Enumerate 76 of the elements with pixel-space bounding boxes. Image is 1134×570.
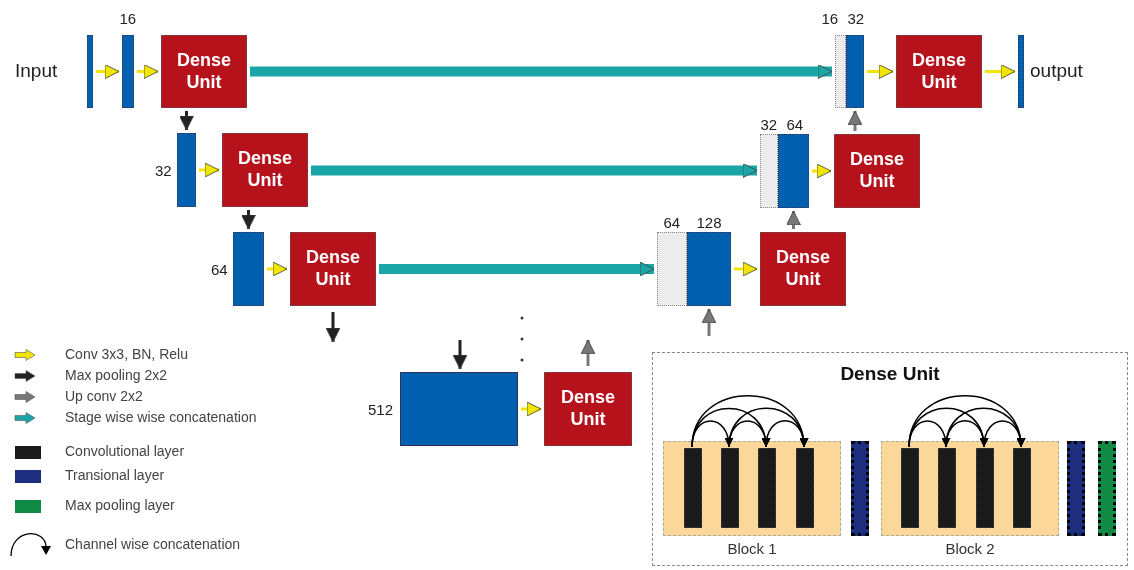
arrow bbox=[734, 261, 758, 277]
max-pooling-layer-bar bbox=[1098, 441, 1116, 536]
dense-unit-box: Dense Unit bbox=[760, 232, 846, 306]
feature-map-bar bbox=[657, 232, 687, 306]
layer-bar bbox=[87, 35, 93, 108]
arrow bbox=[521, 401, 542, 417]
layer-bar bbox=[846, 35, 864, 108]
legend-text: Stage wise wise concatenation bbox=[65, 409, 257, 425]
layer-label: 32 bbox=[760, 116, 778, 133]
block-label: Block 1 bbox=[726, 540, 778, 557]
arrow bbox=[325, 312, 341, 343]
convolutional-layer-bar bbox=[938, 448, 956, 528]
arrow bbox=[379, 261, 655, 277]
arrow bbox=[199, 162, 220, 178]
arrow bbox=[250, 64, 833, 79]
legend-text: Channel wise concatenation bbox=[65, 536, 241, 552]
dense-unit-box: Dense Unit bbox=[161, 35, 247, 108]
legend-text: Up conv 2x2 bbox=[65, 388, 143, 404]
arrow bbox=[786, 210, 801, 229]
legend-text: Convolutional layer bbox=[65, 443, 185, 459]
layer-label: 512 bbox=[368, 401, 394, 418]
convolutional-layer-bar bbox=[796, 448, 814, 528]
arrow bbox=[867, 64, 894, 79]
feature-map-bar bbox=[760, 134, 778, 208]
layer-bar bbox=[233, 232, 264, 306]
dense-unit-box: Dense Unit bbox=[290, 232, 376, 306]
layer-label: 16 bbox=[821, 10, 839, 27]
convolutional-layer-bar bbox=[901, 448, 919, 528]
arrow bbox=[267, 261, 288, 277]
layer-label: 16 bbox=[119, 10, 137, 27]
curved-arrow bbox=[765, 419, 808, 448]
arrow bbox=[179, 111, 194, 131]
legend-text: Max pooling layer bbox=[65, 497, 175, 513]
layer-label: 32 bbox=[155, 162, 172, 179]
layer-label: 64 bbox=[211, 261, 228, 278]
arrow bbox=[137, 64, 159, 79]
legend-text: Conv 3x3, BN, Relu bbox=[65, 346, 188, 362]
arrow bbox=[701, 308, 717, 336]
arrow bbox=[580, 339, 596, 366]
arrow bbox=[812, 163, 832, 179]
dense-unit-box: Dense Unit bbox=[222, 133, 308, 207]
dense-unit-box: Dense Unit bbox=[544, 372, 632, 446]
layer-bar bbox=[1018, 35, 1024, 108]
layer-label: 32 bbox=[847, 10, 865, 27]
arrow bbox=[241, 210, 256, 230]
arrow bbox=[96, 64, 120, 79]
convolutional-layer-bar bbox=[758, 448, 776, 528]
layer-bar bbox=[687, 232, 731, 306]
transitional-layer-bar bbox=[851, 441, 869, 536]
layer-label: 64 bbox=[663, 214, 681, 231]
convolutional-layer-bar bbox=[1013, 448, 1031, 528]
layer-label: 128 bbox=[696, 214, 722, 231]
layer-label: 64 bbox=[786, 116, 804, 133]
arrow bbox=[985, 64, 1016, 79]
convolutional-layer-bar bbox=[721, 448, 739, 528]
dense-unit-box: Dense Unit bbox=[896, 35, 982, 108]
arrow bbox=[311, 163, 758, 178]
legend-text: Transional layer bbox=[65, 467, 165, 483]
layer-label: Input bbox=[15, 60, 58, 82]
layer-bar bbox=[122, 35, 134, 108]
convolutional-layer-bar bbox=[976, 448, 994, 528]
dense-unit-panel bbox=[652, 352, 1128, 566]
legend-text: Max pooling 2x2 bbox=[65, 367, 167, 383]
arrow bbox=[847, 110, 863, 131]
convolutional-layer-bar bbox=[684, 448, 702, 528]
curved-arrow bbox=[983, 420, 1025, 448]
feature-map-bar bbox=[835, 35, 846, 108]
transitional-layer-bar bbox=[1067, 441, 1085, 536]
layer-bar bbox=[778, 134, 809, 208]
arrow bbox=[452, 340, 468, 370]
dense-unit-box: Dense Unit bbox=[834, 134, 920, 208]
panel-title: Dense Unit bbox=[839, 363, 941, 385]
layer-bar bbox=[177, 133, 196, 207]
block-label: Block 2 bbox=[944, 540, 996, 557]
layer-label: output bbox=[1030, 60, 1083, 82]
layer-bar bbox=[400, 372, 518, 446]
